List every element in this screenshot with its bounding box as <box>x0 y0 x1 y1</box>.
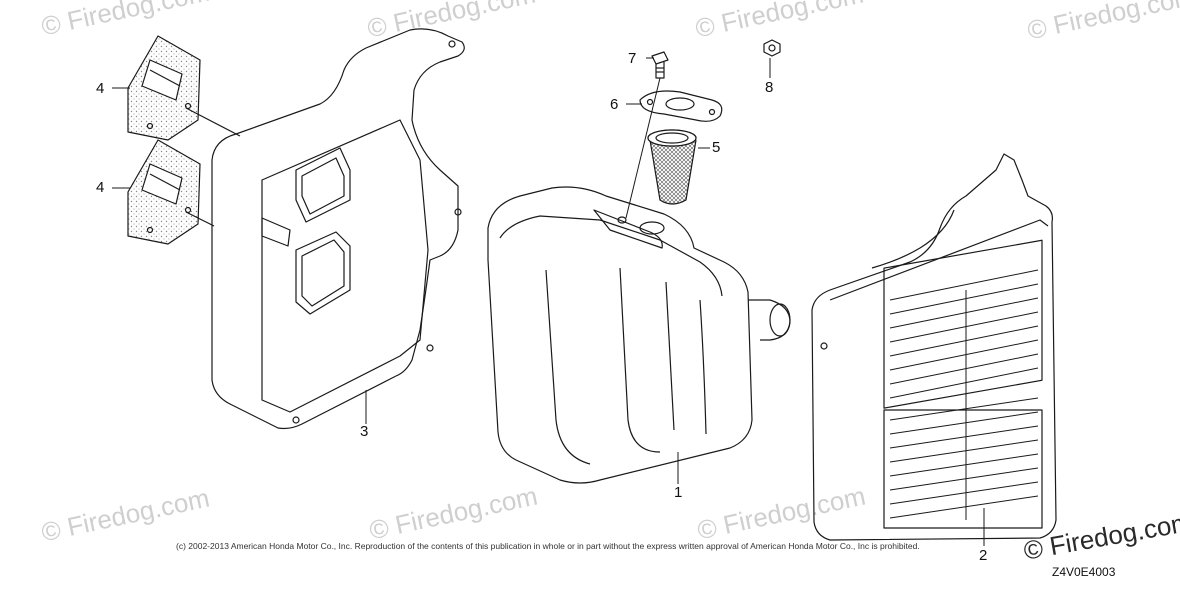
muffler-protector-3 <box>185 28 465 430</box>
gasket-4-upper <box>127 35 201 141</box>
copyright-notice: (c) 2002-2013 American Honda Motor Co., … <box>176 541 920 551</box>
gasket-6 <box>639 90 723 122</box>
callout-5: 5 <box>712 139 721 156</box>
screen-5 <box>647 129 697 205</box>
callout-6: 6 <box>610 96 619 113</box>
callout-8: 8 <box>765 79 774 96</box>
callout-7: 7 <box>628 50 637 67</box>
callout-1: 1 <box>674 484 683 501</box>
callout-4-lower: 4 <box>96 179 105 196</box>
gasket-4-lower <box>127 139 201 245</box>
callout-3: 3 <box>360 423 369 440</box>
muffler-1 <box>487 186 791 484</box>
nut-8 <box>763 39 781 57</box>
leader-lines <box>112 57 985 546</box>
bolt-7 <box>651 51 669 79</box>
muffler-cover-2 <box>811 153 1057 541</box>
diagram-code: Z4V0E4003 <box>1052 565 1116 579</box>
callout-2: 2 <box>979 547 988 564</box>
callout-4-upper: 4 <box>96 80 105 97</box>
